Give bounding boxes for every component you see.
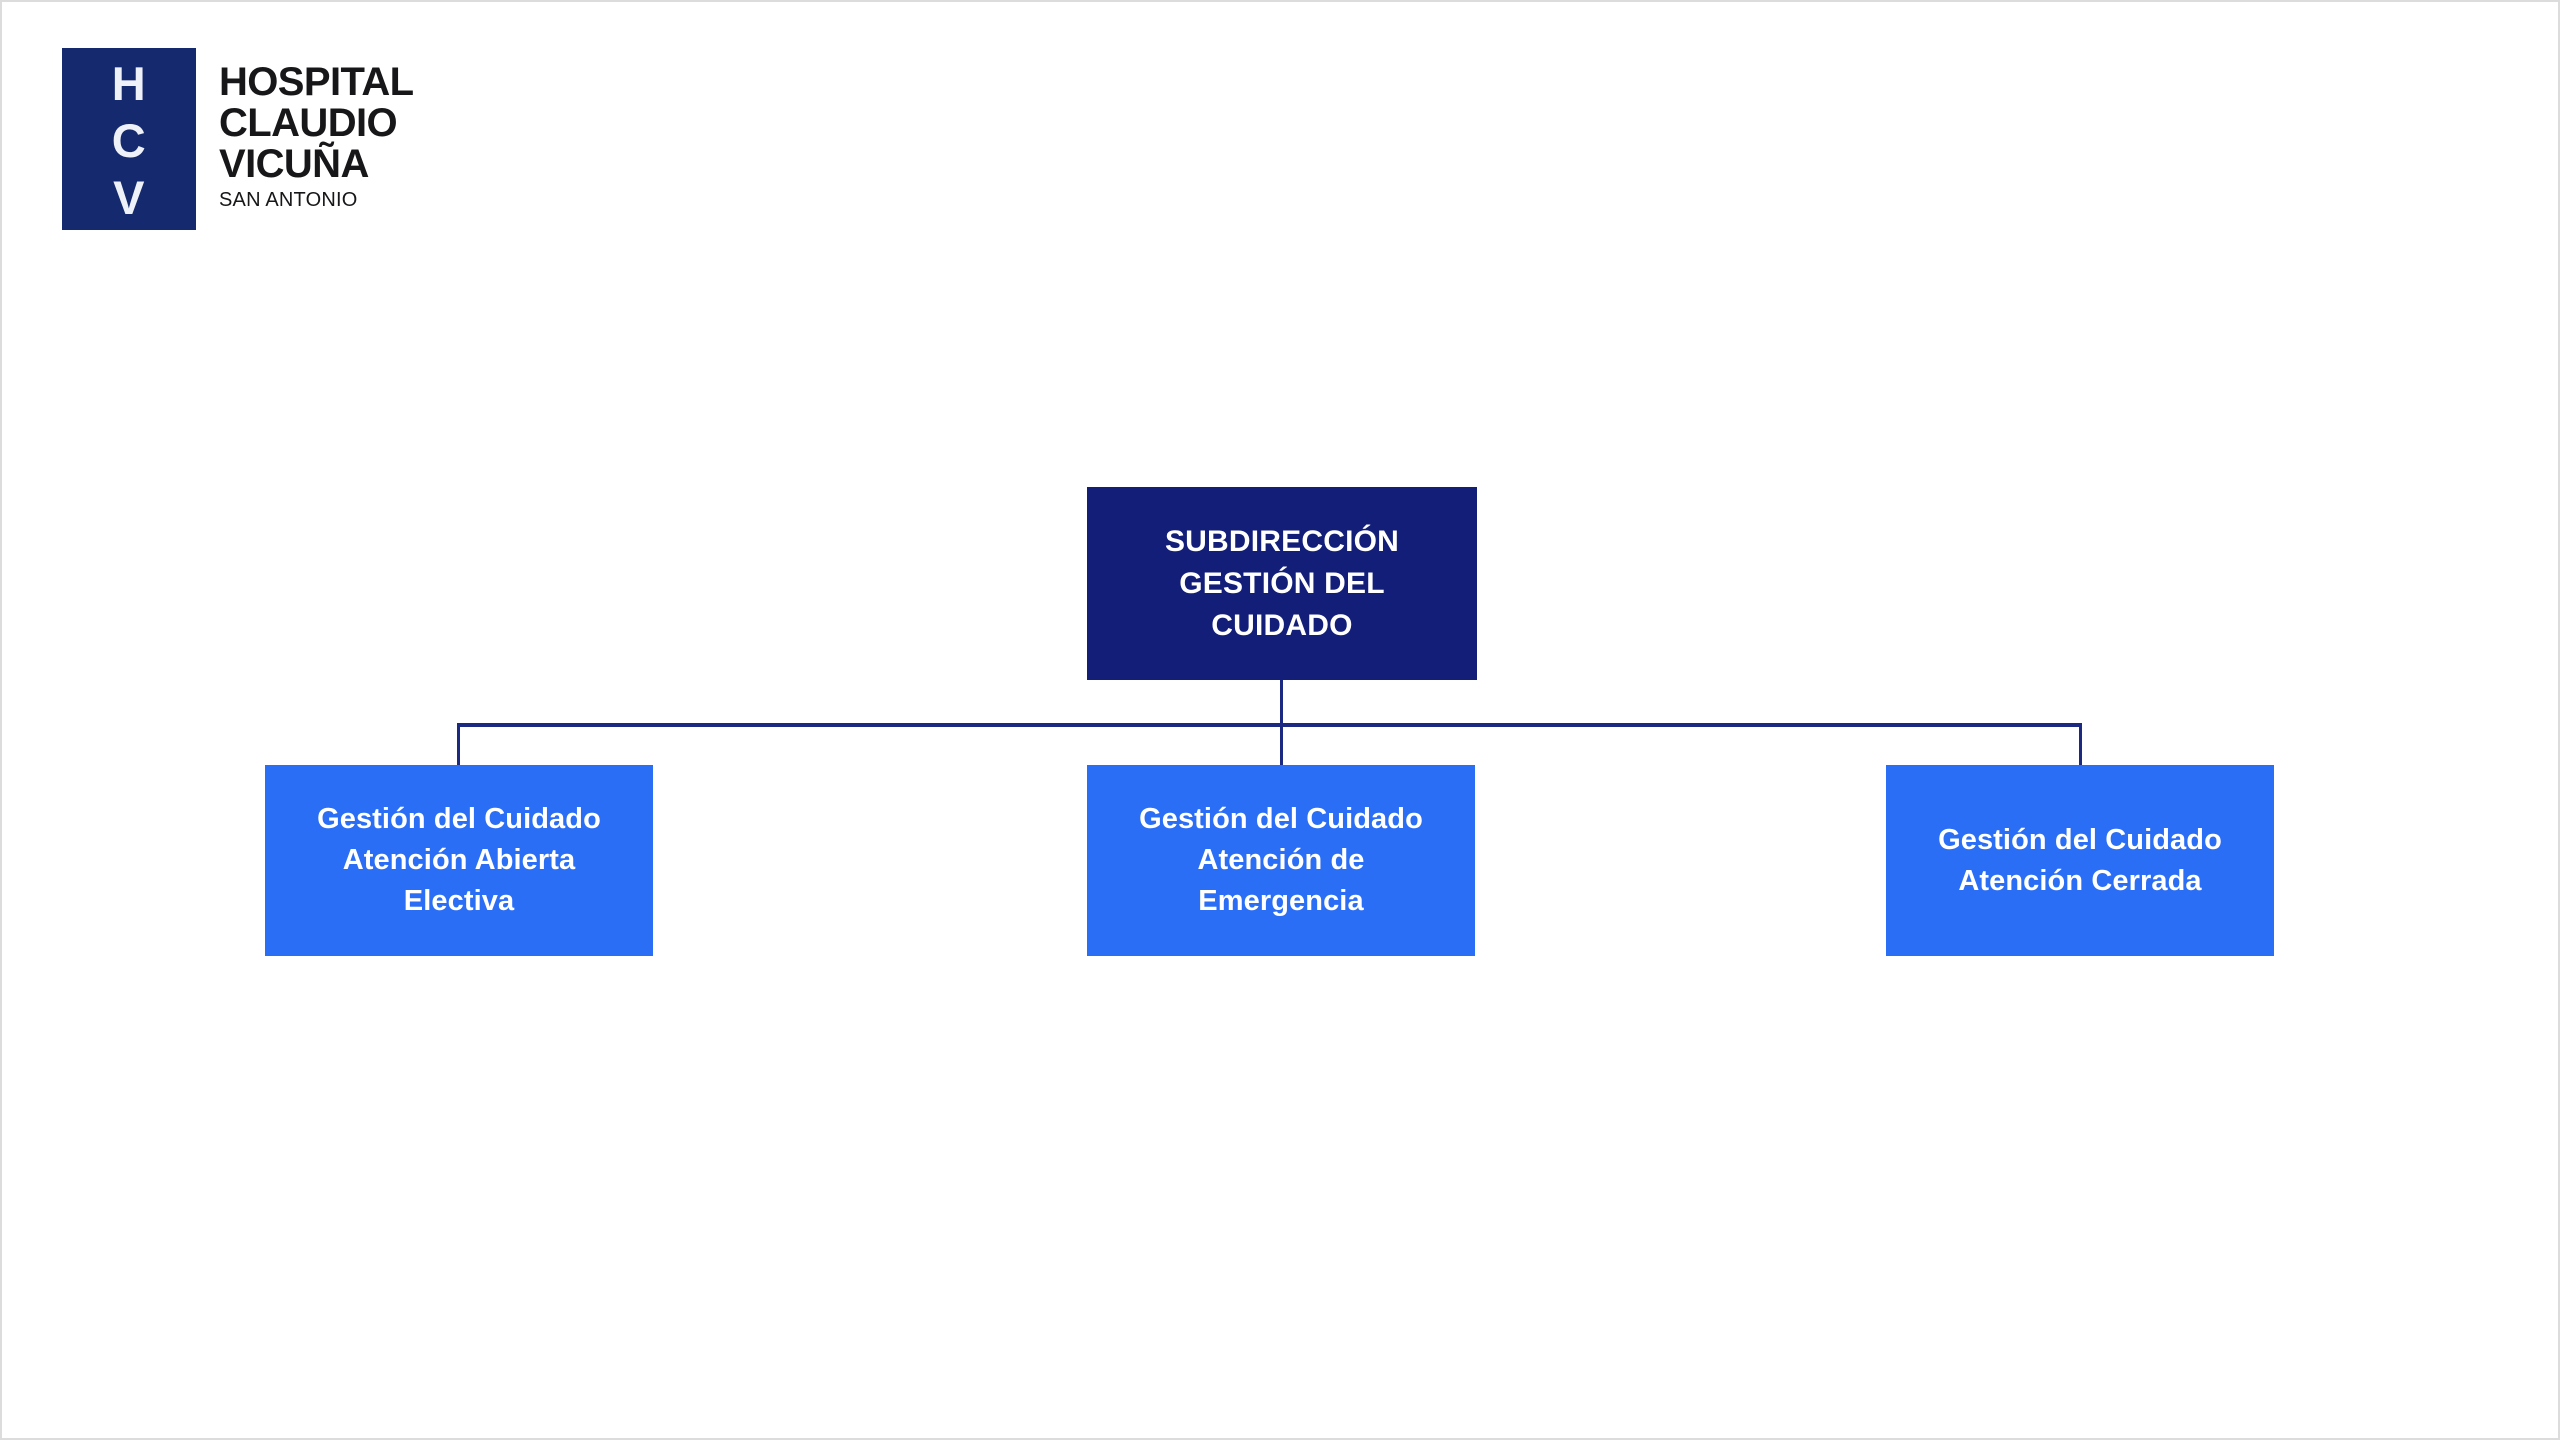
logo-letter-c: C bbox=[111, 113, 147, 167]
org-node-label: Gestión del Cuidado Atención Abierta Ele… bbox=[317, 803, 601, 917]
logo-word-line-2: CLAUDIO bbox=[219, 101, 398, 145]
org-node-gestion-cuidado-atencion-cerrada[interactable]: Gestión del Cuidado Atención Cerrada bbox=[1886, 765, 2274, 956]
org-node-subdireccion-gestion-del-cuidado[interactable]: SUBDIRECCIÓN GESTIÓN DEL CUIDADO bbox=[1087, 487, 1477, 680]
logo-word-line-3: VICUÑA bbox=[219, 142, 369, 186]
org-node-label: Gestión del Cuidado Atención Cerrada bbox=[1938, 823, 2222, 897]
logo-subtitle: SAN ANTONIO bbox=[219, 189, 358, 211]
org-node-gestion-cuidado-atencion-de-emergencia[interactable]: Gestión del Cuidado Atención de Emergenc… bbox=[1087, 765, 1475, 956]
org-node-label: Gestión del Cuidado Atención de Emergenc… bbox=[1139, 803, 1423, 917]
logo-wordmark: HOSPITAL CLAUDIO VICUÑA SAN ANTONIO bbox=[219, 48, 414, 213]
connector-drop-left bbox=[457, 723, 460, 767]
logo-word-line-1: HOSPITAL bbox=[219, 60, 414, 104]
hospital-logo: H C V HOSPITAL CLAUDIO VICUÑA SAN ANTONI… bbox=[62, 48, 414, 230]
connector-drop-middle bbox=[1280, 723, 1283, 767]
logo-letter-h: H bbox=[111, 56, 147, 110]
org-node-label: SUBDIRECCIÓN GESTIÓN DEL CUIDADO bbox=[1164, 524, 1400, 642]
logo-letter-v: V bbox=[113, 170, 145, 224]
logo-mark-hcv: H C V bbox=[62, 48, 196, 230]
org-node-gestion-cuidado-atencion-abierta-electiva[interactable]: Gestión del Cuidado Atención Abierta Ele… bbox=[265, 765, 653, 956]
connector-horizontal-bar bbox=[457, 723, 2082, 727]
connector-root-stem bbox=[1280, 680, 1283, 726]
connector-drop-right bbox=[2079, 723, 2082, 767]
